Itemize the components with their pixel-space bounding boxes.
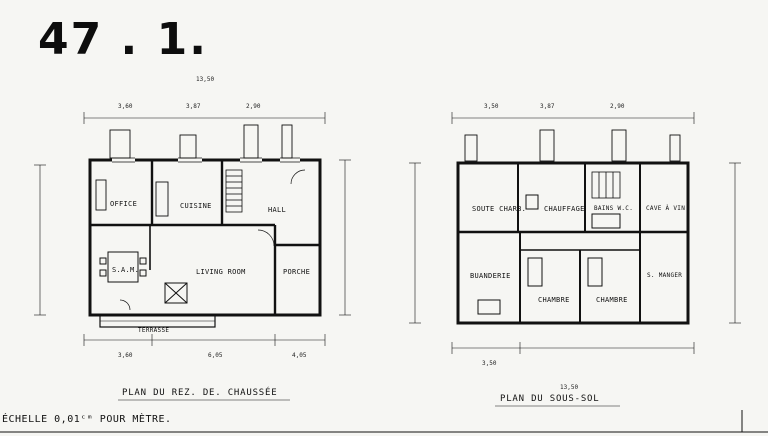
room-label-buanderie: BUANDERIE (470, 272, 511, 280)
room-label-living-room: LIVING ROOM (196, 268, 246, 276)
bs-dim-bottom-a: 3,50 (482, 360, 497, 367)
gf-dim-bottom-b: 6,05 (208, 352, 223, 359)
scale-note: ÉCHELLE 0,01ᶜᵐ POUR MÈTRE. (2, 414, 172, 425)
gf-dim-top-c: 2,90 (246, 103, 261, 110)
room-label-cave-a-vin: CAVE À VIN (646, 205, 686, 212)
room-label-chambre-1: CHAMBRE (538, 296, 570, 304)
bs-stairs (591, 171, 621, 199)
plate-number: 47 . 1. (38, 14, 208, 65)
bs-dim-top-a: 3,50 (484, 103, 499, 110)
room-label-office: OFFICE (110, 200, 138, 208)
bs-dim-top-c: 2,90 (610, 103, 625, 110)
room-label-bains-wc: BAINS W.C. (594, 205, 634, 212)
bs-dim-top-b: 3,87 (540, 103, 555, 110)
ground-floor-outer-wall (88, 158, 322, 317)
dining-table (99, 251, 147, 283)
basement-outer-wall (456, 161, 690, 325)
bs-dim-bottom-total: 13,50 (560, 384, 579, 391)
gf-dim-total-top: 13,50 (196, 76, 215, 83)
gf-dim-top-b: 3,87 (186, 103, 201, 110)
room-label-cuisine: CUISINE (180, 202, 212, 210)
basement-title: PLAN DU SOUS-SOL (500, 394, 600, 404)
room-label-sam: S.A.M. (112, 266, 140, 274)
room-label-soute-charb: SOUTE CHARB. (472, 205, 527, 213)
room-label-terrasse: TERRASSE (138, 327, 170, 334)
gf-stairs (225, 169, 243, 213)
gf-dim-top-a: 3,60 (118, 103, 133, 110)
room-label-chambre-2: CHAMBRE (596, 296, 628, 304)
gf-dim-bottom-a: 3,60 (118, 352, 133, 359)
living-furniture (164, 282, 188, 304)
gf-dim-bottom-c: 4,05 (292, 352, 307, 359)
room-label-s-manger: S. MANGER (647, 272, 683, 279)
room-label-porche: PORCHE (283, 268, 311, 276)
room-label-hall: HALL (268, 206, 287, 214)
room-label-chauffage: CHAUFFAGE (544, 205, 585, 213)
ground-floor-title: PLAN DU REZ. DE. CHAUSSÉE (122, 388, 278, 398)
